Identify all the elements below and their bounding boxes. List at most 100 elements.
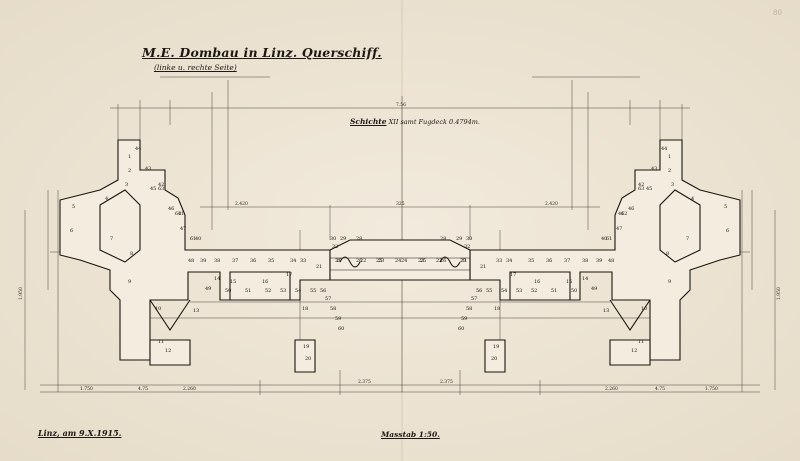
right-stone-label: 18	[494, 306, 500, 312]
right-stone-label: 8	[666, 251, 669, 257]
left-stone-label: 19	[303, 344, 309, 350]
left-stone-label: 59	[335, 316, 341, 322]
right-stone-label: 60	[458, 326, 464, 332]
right-stone-label: 55	[486, 288, 492, 294]
right-stone-label: 53	[516, 288, 522, 294]
left-stone-label: 33	[300, 258, 306, 264]
left-stone-label: 37	[232, 258, 238, 264]
right-stone-label: 4	[691, 196, 694, 202]
left-stone-label: 14	[214, 276, 220, 282]
dim-mid-center: 325	[396, 201, 405, 207]
left-stone-label: 41	[178, 211, 184, 217]
right-stone-label: 62	[621, 211, 627, 217]
right-stone-label: 17	[510, 272, 516, 278]
date-label: Linz, am 9.X.1915.	[38, 428, 122, 438]
right-stone-label: 35	[528, 258, 534, 264]
left-stone-label: 3	[125, 182, 128, 188]
dim-overall: 7.56	[396, 102, 406, 108]
left-stone-label: 58	[330, 306, 336, 312]
right-stone-label: 49	[591, 286, 597, 292]
right-stone-label: 22	[436, 258, 442, 264]
right-stone-label: 43	[651, 166, 657, 172]
dim-bottom-right-c: 1.750	[705, 386, 718, 392]
right-stone-label: 39	[596, 258, 602, 264]
left-stone-label: 1	[128, 154, 131, 160]
right-stone-label: 11	[638, 339, 644, 345]
drawing-title: M.E. Dombau in Linz. Querschiff.	[142, 45, 382, 60]
left-stone-label: 39	[200, 258, 206, 264]
right-stone-label: 27	[336, 258, 342, 264]
right-stone-label: 14	[582, 276, 588, 282]
right-stone-label: 52	[531, 288, 537, 294]
left-stone-label: 52	[265, 288, 271, 294]
left-stone-label: 5	[72, 204, 75, 210]
left-stone-label: 9	[128, 279, 131, 285]
right-stone-label: 21	[480, 264, 486, 270]
left-stone-label: 49	[205, 286, 211, 292]
dim-bottom-left-c: 2.260	[183, 386, 196, 392]
right-stone-label: 2	[668, 168, 671, 174]
left-stone-label: 15	[230, 279, 236, 285]
right-stone-label: 26	[356, 258, 362, 264]
right-stone-label: 6	[726, 228, 729, 234]
dim-bottom-right-a: 2.260	[605, 386, 618, 392]
right-stone-label: 45	[646, 186, 652, 192]
left-stone-label: 60	[338, 326, 344, 332]
dim-bottom-right-b: 4.75	[655, 386, 665, 392]
right-stone-label: 16	[534, 279, 540, 285]
left-stone-label: 4	[105, 196, 108, 202]
right-stone-label: 9	[668, 279, 671, 285]
right-stone-label: 24	[401, 258, 407, 264]
right-stone-label: 32	[464, 244, 470, 250]
layer-label-bold: Schichte	[350, 117, 387, 126]
left-stone-label: 10	[155, 306, 161, 312]
right-stone-label: 37	[564, 258, 570, 264]
right-stone-label: 10	[641, 306, 647, 312]
plan-right-wing	[469, 139, 741, 373]
layer-label-rest: XII samt Fugdeck 0.4794m.	[388, 118, 480, 126]
dim-left-side: 1.950	[18, 287, 24, 300]
left-stone-label: 2	[128, 168, 131, 174]
left-stone-label: 28	[440, 236, 446, 242]
left-stone-label: 43	[145, 166, 151, 172]
right-stone-label: 23	[418, 258, 424, 264]
left-stone-label: 30	[330, 236, 336, 242]
left-stone-label: 25	[420, 258, 426, 264]
left-stone-label: 34	[290, 258, 296, 264]
left-stone-label: 40	[195, 236, 201, 242]
left-stone-label: 13	[193, 308, 199, 314]
dimension-texts: 7.56 2.420 325 2.420 1.750 4.75 2.260 2.…	[18, 102, 782, 392]
left-stone-label: 45	[150, 186, 156, 192]
left-stone-label: 61	[190, 236, 196, 242]
right-stone-label: 30	[466, 236, 472, 242]
right-stone-label: 46	[628, 206, 634, 212]
left-stone-label: 6	[70, 228, 73, 234]
left-stone-label: 7	[110, 236, 113, 242]
right-stone-label: 5	[724, 204, 727, 210]
left-stone-label: 32	[332, 244, 338, 250]
right-stone-label: 31	[461, 258, 467, 264]
right-stone-label: 48	[608, 258, 614, 264]
right-stone-label: 12	[631, 348, 637, 354]
left-stone-label: 23	[378, 258, 384, 264]
right-stone-label: 40	[601, 236, 607, 242]
right-stone-label: 44	[661, 146, 667, 152]
left-stone-label: 12	[165, 348, 171, 354]
right-stone-label: 25	[376, 258, 382, 264]
dim-bottom-left-b: 4.75	[138, 386, 148, 392]
left-stone-label: 27	[460, 258, 466, 264]
left-stone-label: 44	[135, 146, 141, 152]
left-stone-label: 21	[316, 264, 322, 270]
plan-center-band	[329, 239, 471, 281]
left-stone-label: 63	[158, 186, 164, 192]
left-stone-label: 35	[268, 258, 274, 264]
dim-right-side: 1.950	[776, 287, 782, 300]
left-stone-label: 62	[175, 211, 181, 217]
left-stone-label: 53	[280, 288, 286, 294]
right-stone-label: 19	[493, 344, 499, 350]
left-stone-label: 16	[262, 279, 268, 285]
left-stone-label: 20	[305, 356, 311, 362]
left-stone-label: 42	[158, 182, 164, 188]
